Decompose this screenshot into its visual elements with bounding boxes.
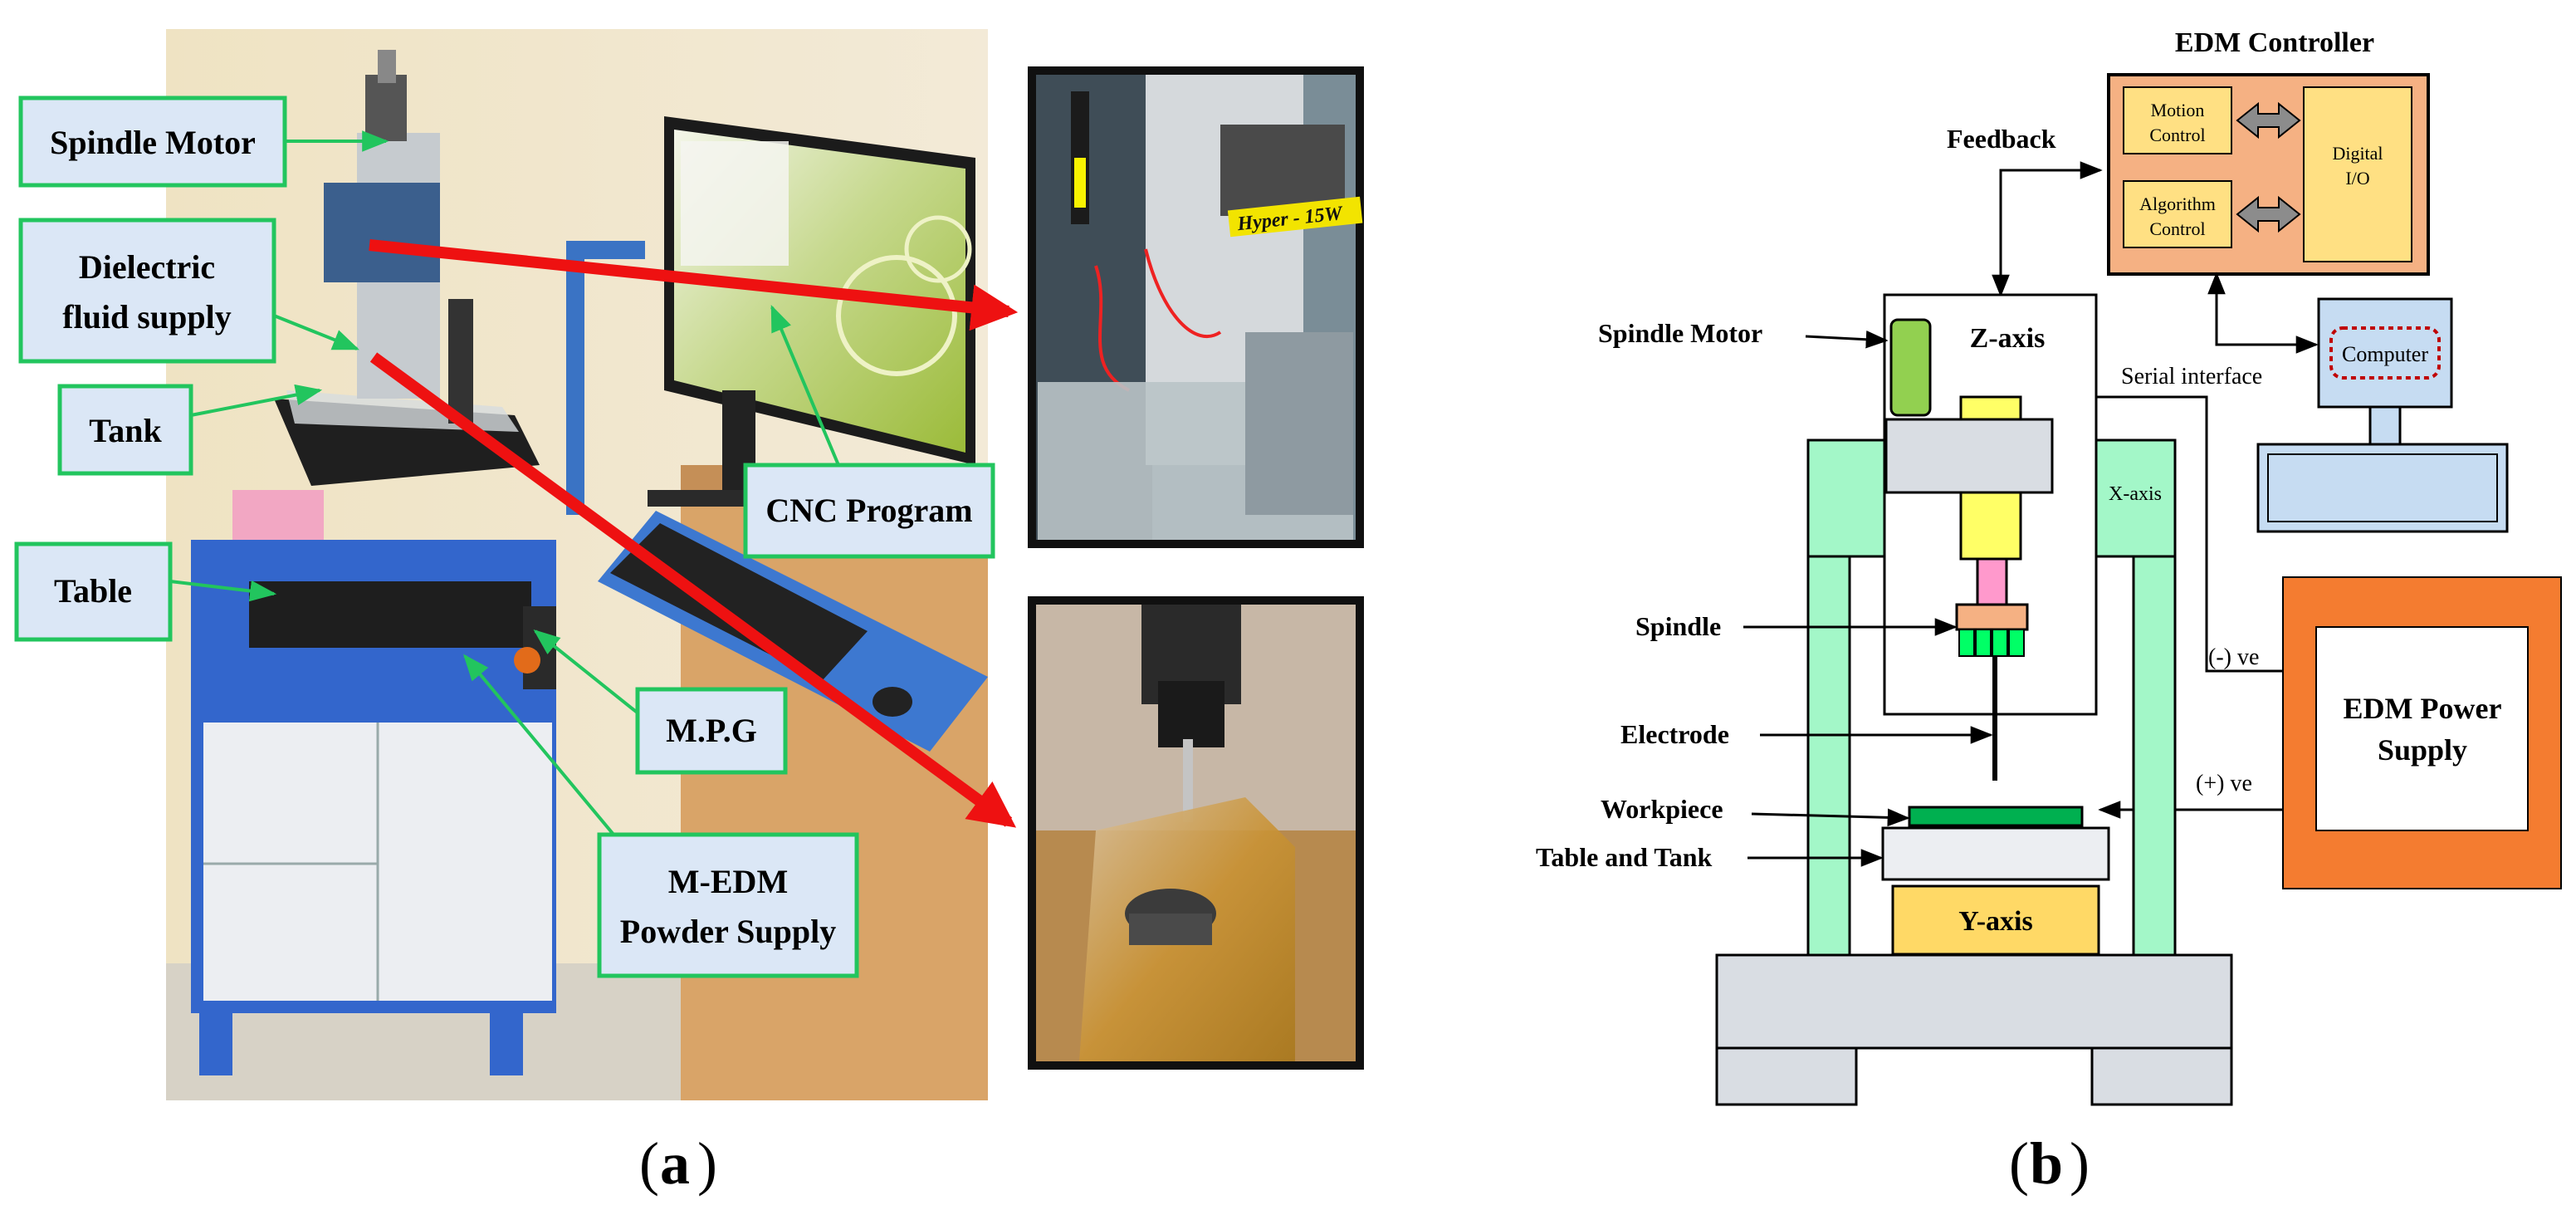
algorithm-control-box: Algorithm Control [2123,180,2232,248]
edm-power-supply: EDM Power Supply [2282,576,2562,889]
svg-text:): ) [697,1130,717,1197]
negative-terminal-label: (-) ve [2208,644,2259,670]
panel-b: EDM Controller Motion Control Algorithm … [1536,27,2562,1197]
machine-cabinet [191,490,556,1075]
positive-terminal-label: (+) ve [2196,771,2252,796]
workpiece-label: Workpiece [1601,794,1723,824]
svg-text:): ) [2070,1130,2090,1197]
svg-text:Control: Control [2149,218,2205,239]
svg-text:Motion: Motion [2151,100,2205,120]
svg-text:a: a [660,1130,690,1197]
callout-arrows [169,130,840,857]
spindle-label: Spindle [1635,611,1721,641]
x-axis-label: X-axis [2109,483,2162,505]
computer: Computer [2256,297,2509,533]
label-tank: Tank [57,384,193,476]
svg-text:Computer: Computer [2342,342,2428,366]
workpiece-arrow [1751,808,1910,827]
machine-frame: X-axis Z-axis Y-axis [1715,293,2233,1106]
serial-arrow [2207,272,2319,354]
electrode-label: Electrode [1620,719,1729,749]
red-arrow-1 [369,239,1019,331]
svg-text:(: ( [2009,1130,2029,1197]
spindle-motor-block [1889,318,1932,417]
label-mpg: M.P.G [635,687,788,775]
svg-text:I/O: I/O [2345,168,2369,189]
inset-photo-workpiece [1028,596,1364,1070]
red-arrows [369,239,1019,828]
svg-text:b: b [2030,1130,2063,1197]
main-photo [166,29,988,1100]
motion-control-box: Motion Control [2123,86,2232,154]
digital-io-box: Digital I/O [2303,86,2412,262]
panel-a: Hyper - 15W [14,29,1364,1197]
svg-text:Control: Control [2149,125,2205,145]
svg-text:EDM Power: EDM Power [2344,692,2502,725]
y-axis-block [1891,884,2100,956]
y-axis-label: Y-axis [1958,906,2032,937]
label-powder-supply: M-EDM Powder Supply [597,832,859,978]
feedback-label: Feedback [1947,124,2056,154]
svg-text:Algorithm: Algorithm [2139,194,2216,214]
svg-text:fluid supply: fluid supply [62,298,231,336]
svg-text:M.P.G: M.P.G [666,712,757,749]
spindle-motor-arrow [1805,330,1889,349]
workpiece-block [1908,806,2084,827]
svg-text:Dielectric: Dielectric [79,248,215,286]
svg-text:M-EDM: M-EDM [668,863,788,900]
svg-text:Supply: Supply [2378,733,2467,767]
label-dielectric-fluid-supply: Dielectric fluid supply [18,218,276,364]
double-arrow-algorithm [2236,195,2301,233]
svg-text:Powder Supply: Powder Supply [620,913,836,950]
red-arrow-2 [369,352,1017,828]
spindle-motor-label: Spindle Motor [1598,318,1762,348]
svg-text:Tank: Tank [89,412,162,449]
caption-b: ( b ) [2009,1130,2090,1197]
keyboard-tray [598,511,988,752]
label-spindle-motor: Spindle Motor [18,96,287,188]
machine-head [274,50,540,486]
svg-text:Spindle Motor: Spindle Motor [50,124,256,161]
double-arrow-motion [2236,101,2301,140]
negative-lead-arrow [2030,388,2283,673]
svg-text:CNC Program: CNC Program [765,492,972,529]
serial-interface-label: Serial interface [2121,364,2262,389]
svg-text:Table: Table [54,572,132,610]
table-and-tank-label: Table and Tank [1536,842,1713,872]
label-table: Table [14,541,173,642]
inset-photo-electrode-holder: Hyper - 15W [1028,66,1364,548]
svg-text:Digital: Digital [2332,143,2383,164]
caption-a: ( a ) [639,1130,717,1197]
table-tank-block [1881,826,2110,881]
svg-text:(: ( [639,1130,659,1197]
controller-title: EDM Controller [2175,27,2374,58]
feedback-arrow [1992,161,2103,297]
label-cnc-program: CNC Program [743,463,995,559]
z-axis-label: Z-axis [1970,323,2046,354]
